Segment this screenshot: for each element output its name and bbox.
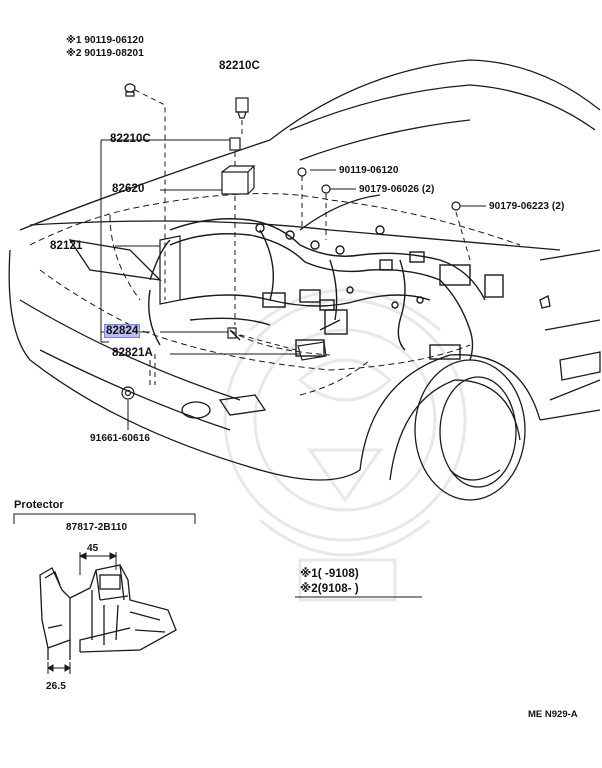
label-82210c-top: 82210C (219, 60, 260, 72)
label-82824-highlight[interactable]: 82824 (103, 324, 141, 338)
label-91661: 91661-60616 (90, 433, 151, 444)
leader-lines (100, 139, 486, 430)
label-82821a: 82821A (112, 347, 153, 359)
clip-91661 (121, 386, 135, 400)
label-82824[interactable]: 82824 (103, 324, 141, 338)
label-82620: 82620 (112, 183, 145, 195)
relay-block-82620 (221, 165, 256, 195)
protector-part-number: 87817-2B110 (66, 522, 128, 533)
dimension-26-5 (47, 662, 71, 674)
protector-illustration (39, 564, 177, 660)
engine-bay-dashed (29, 193, 521, 396)
clip-82210c-left (229, 137, 241, 151)
label-90179-b: 90179-06223 (2) (489, 201, 565, 212)
label-bolt-star1: ※1 90119-06120 (66, 35, 144, 46)
diagram-code: ME N929-A (528, 709, 578, 720)
label-90119-right: 90119-06120 (339, 165, 399, 176)
car-body (8, 59, 601, 501)
bracket-82821a (297, 341, 327, 361)
clamp-82824 (227, 327, 237, 339)
protector-bracket-line (13, 513, 196, 524)
clip-82210c-top (235, 97, 249, 119)
legend-row-1: ※1( -9108) (300, 568, 359, 580)
label-90179-a: 90179-06026 (2) (359, 184, 435, 195)
protector-dim-height: 26.5 (46, 681, 66, 692)
engine-wire-harness (148, 218, 504, 361)
dashed-leaders (134, 89, 471, 385)
label-82210c-left: 82210C (110, 133, 151, 145)
legend-row-2: ※2(9108- ) (300, 583, 359, 595)
label-82121: 82121 (50, 240, 83, 252)
bracket-82121 (159, 235, 181, 305)
protector-title: Protector (14, 499, 64, 511)
bolt-90119-top (124, 83, 136, 97)
dimension-45 (78, 552, 118, 575)
watermark-crest (223, 288, 467, 602)
protector-dim-width: 45 (87, 543, 99, 554)
label-bolt-star2: ※2 90119-08201 (66, 48, 144, 59)
